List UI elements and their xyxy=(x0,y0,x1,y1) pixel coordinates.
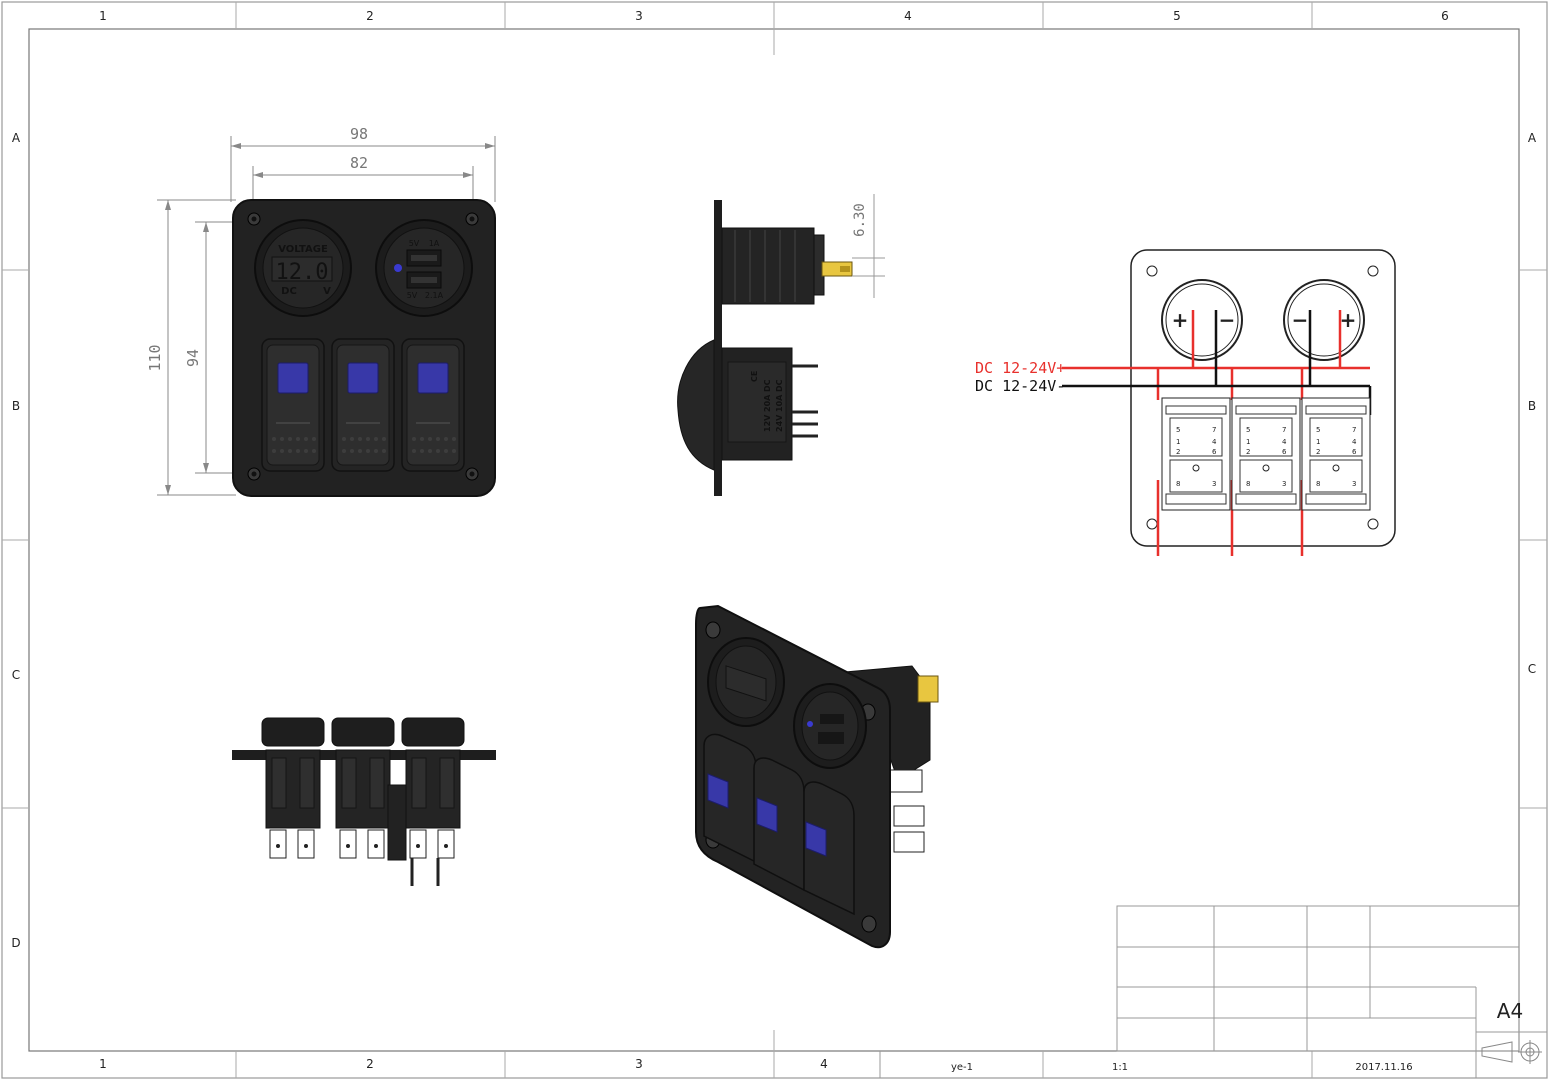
voltmeter: VOLTAGE 12.0 DC V xyxy=(254,219,352,317)
dim-terminal: 6.30 xyxy=(852,203,868,237)
dim-height-inner: 94 xyxy=(184,349,202,367)
row-label: D xyxy=(11,936,20,950)
front-view: 98 82 110 94 VOLTAGE 12.0 DC V 5V 1A xyxy=(146,125,496,497)
sheet-code: ye-1 xyxy=(951,1062,973,1073)
usb-top-amp: 1A xyxy=(429,239,440,248)
switch-mark: DC xyxy=(763,379,772,392)
bottom-view xyxy=(232,717,496,886)
title-block: A4 ye-1 1:1 2017.11.16 xyxy=(879,905,1547,1078)
dc-negative-label: DC 12-24V- xyxy=(975,377,1065,395)
meter-left-pos: + xyxy=(1172,308,1189,332)
row-label: C xyxy=(1528,662,1536,676)
switch-mark: DC xyxy=(775,379,784,392)
col-label: 2 xyxy=(366,9,374,23)
isometric-view xyxy=(695,604,939,949)
voltmeter-dc: DC xyxy=(281,286,297,297)
switch-mark: 24V xyxy=(775,414,784,432)
voltmeter-reading: 12.0 xyxy=(276,260,329,285)
col-label: 4 xyxy=(904,9,912,23)
scale: 1:1 xyxy=(1112,1062,1128,1073)
usb-charger: 5V 1A 5V 2.1A xyxy=(375,219,473,317)
switch-mark: CE xyxy=(750,371,759,382)
row-label: C xyxy=(12,668,20,682)
dim-height-outer: 110 xyxy=(146,344,164,371)
row-label: A xyxy=(12,131,21,145)
switch-mark: 12V xyxy=(763,414,772,432)
drawing-date: 2017.11.16 xyxy=(1355,1062,1412,1073)
dc-positive-label: DC 12-24V+ xyxy=(975,359,1065,377)
usb-bottom-volt: 5V xyxy=(407,291,418,300)
indicator-led-icon xyxy=(394,264,402,272)
col-label: 5 xyxy=(1173,9,1181,23)
col-label: 3 xyxy=(635,9,643,23)
col-label: 6 xyxy=(1441,9,1449,23)
switch-mark: 10A xyxy=(775,394,784,412)
side-view: 6.30 CE 12V 20A DC 24V 10A DC xyxy=(677,194,885,496)
col-label: 1 xyxy=(99,9,107,23)
col-label: 2 xyxy=(366,1057,374,1071)
col-label: 4 xyxy=(820,1057,828,1071)
sheet-size: A4 xyxy=(1497,999,1523,1023)
dim-width-inner: 82 xyxy=(350,154,368,172)
switch-mark: 20A xyxy=(763,394,772,412)
meter-right-pos: + xyxy=(1340,308,1357,332)
col-label: 3 xyxy=(635,1057,643,1071)
usb-bottom-amp: 2.1A xyxy=(425,291,444,300)
row-label: A xyxy=(1528,131,1537,145)
meter-left-neg: − xyxy=(1219,308,1236,332)
row-label: B xyxy=(1528,399,1536,413)
dim-width-outer: 98 xyxy=(350,125,368,143)
projection-symbol-icon xyxy=(1481,1040,1542,1064)
voltmeter-unit: V xyxy=(323,286,331,297)
usb-top-volt: 5V xyxy=(409,239,420,248)
meter-right-neg: − xyxy=(1292,308,1309,332)
col-label: 1 xyxy=(99,1057,107,1071)
wiring-diagram: + − − + DC 12-24V+ DC 12-24V- xyxy=(975,249,1396,556)
row-label: B xyxy=(12,399,20,413)
voltmeter-title: VOLTAGE xyxy=(278,244,328,255)
